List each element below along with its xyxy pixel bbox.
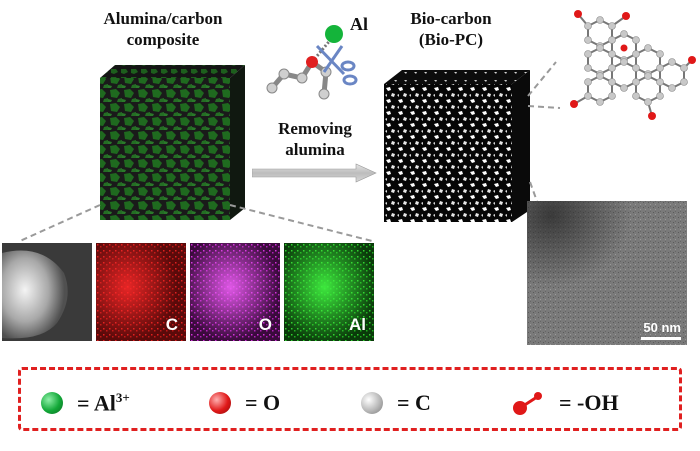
biocarbon-title-line2: (Bio-PC)	[418, 30, 484, 49]
eds-carbon-panel: C	[96, 243, 186, 341]
composite-title: Alumina/carbon composite	[78, 8, 248, 50]
scale-bar-label: 50 nm	[643, 320, 681, 335]
graphene-oxide-structure	[570, 10, 696, 120]
biocarbon-title: Bio-carbon (Bio-PC)	[376, 8, 526, 50]
al-cleavage-molecule	[266, 25, 358, 100]
al-label: Al	[350, 14, 368, 34]
legend-box: = Al3+ = O = C = -OH	[18, 367, 682, 431]
biocarbon-cube	[384, 70, 530, 222]
legend-oh-text: = -OH	[559, 390, 619, 415]
oh-group-icon	[513, 392, 542, 415]
legend-al-superscript: 3+	[115, 389, 130, 405]
legend-oh: = -OH	[511, 390, 619, 416]
arrow-label-line1: Removing	[278, 119, 352, 138]
c-sphere-icon	[361, 392, 383, 414]
legend-al-symbol: = Al	[77, 390, 116, 416]
legend-o: = O	[209, 390, 280, 416]
tem-image-panel: 50 nm	[527, 201, 687, 345]
legend-al-text: = Al3+	[77, 390, 130, 416]
stem-panel	[2, 243, 92, 341]
eds-aluminum-panel: Al	[284, 243, 374, 341]
composite-title-line2: composite	[126, 30, 200, 49]
legend-o-text: = O	[245, 390, 281, 415]
legend-al: = Al3+	[41, 390, 130, 416]
eds-carbon-label: C	[165, 315, 178, 334]
tem-image	[527, 201, 687, 345]
composite-cube	[100, 65, 245, 220]
removing-alumina-label: Removing alumina	[245, 118, 385, 160]
composite-title-line1: Alumina/carbon	[103, 9, 223, 28]
scale-bar-line	[641, 337, 681, 340]
biocarbon-title-line1: Bio-carbon	[410, 9, 492, 28]
legend-c-text: = C	[397, 390, 431, 415]
arrow-label-line2: alumina	[285, 140, 345, 159]
al-sphere-icon	[41, 392, 63, 414]
o-sphere-icon	[209, 392, 231, 414]
eds-aluminum-label: Al	[349, 315, 366, 334]
legend-c: = C	[361, 390, 431, 416]
eds-oxygen-label: O	[258, 315, 272, 334]
eds-oxygen-panel: O	[190, 243, 280, 341]
stem-image	[2, 243, 92, 341]
process-arrow	[252, 163, 377, 183]
